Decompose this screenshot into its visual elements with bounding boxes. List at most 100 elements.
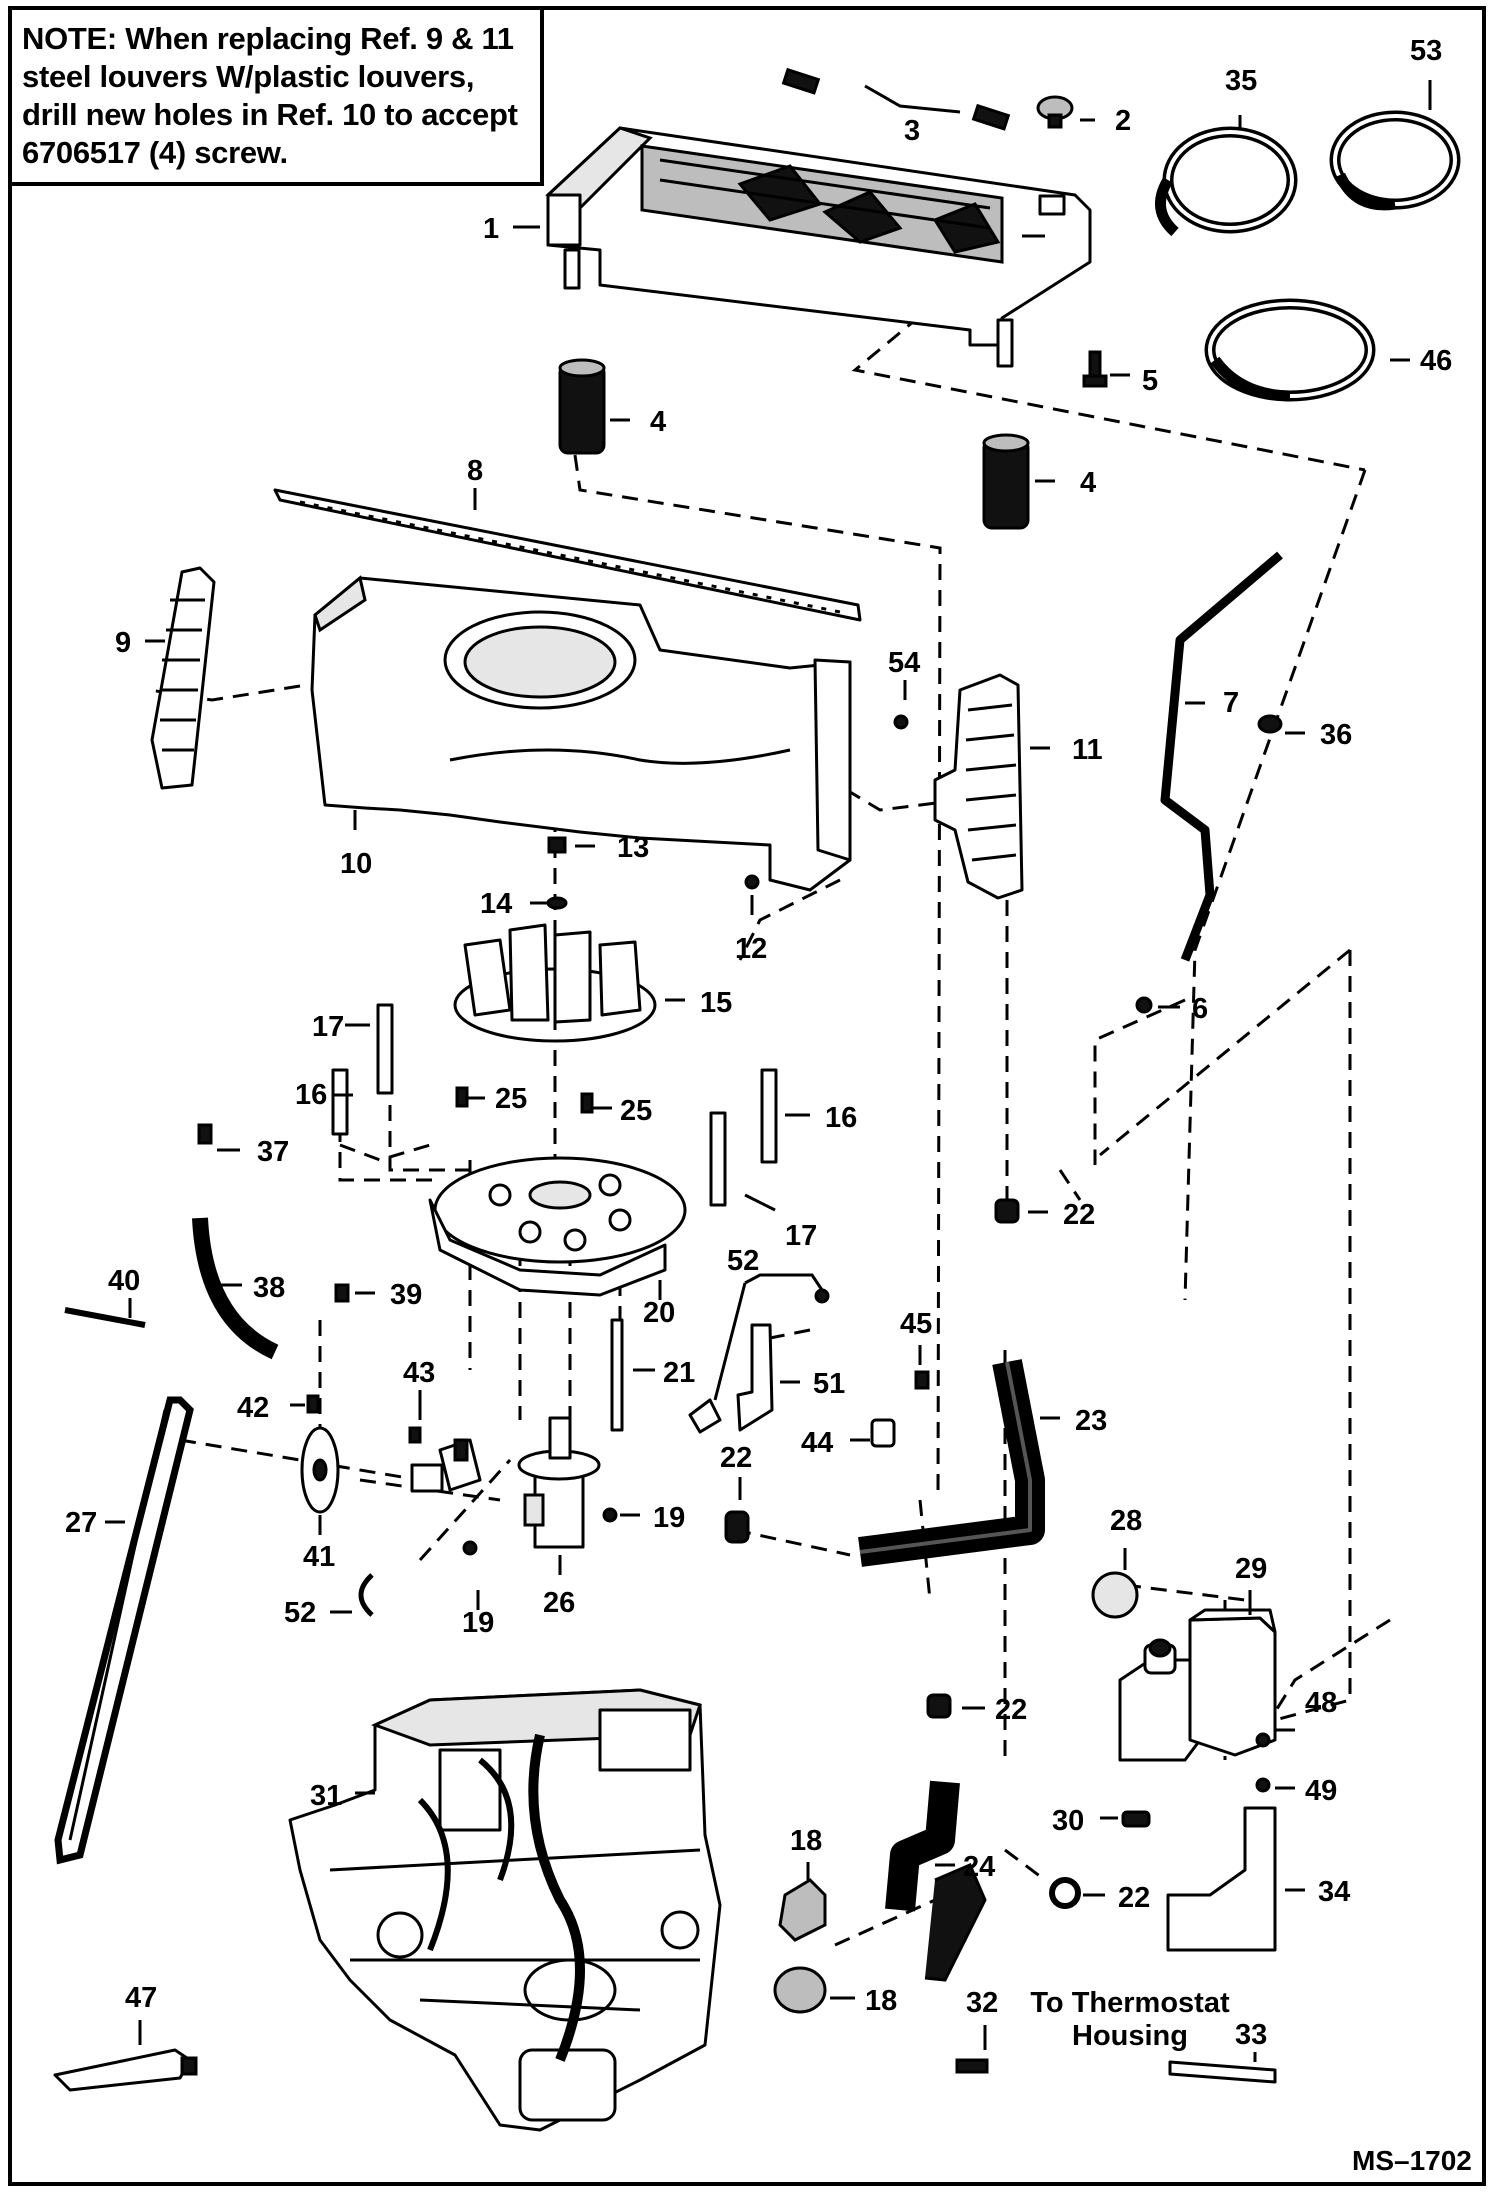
clip-52-lower: [358, 1573, 374, 1617]
clip-52: [688, 1398, 722, 1434]
screw-39: [334, 1283, 350, 1303]
callout-16-left: 16: [295, 1079, 327, 1111]
callout-23: 23: [1075, 1405, 1107, 1437]
mount-4-right: [982, 433, 1030, 530]
diagram-frame: [8, 6, 1486, 2186]
nut-19-b: [462, 1540, 478, 1556]
hose-coil-35: [1155, 126, 1298, 237]
callout-22-b: 22: [720, 1442, 752, 1474]
elbow-24b: [924, 1863, 987, 1982]
callout-51: 51: [813, 1368, 845, 1400]
grommet-36: [1257, 714, 1283, 734]
callout-15: 15: [700, 987, 732, 1019]
overflow-line-7: [1160, 551, 1283, 962]
recovery-tank-29: [1118, 1608, 1277, 1762]
screw-52-top: [814, 1288, 830, 1304]
callout-19-right: 19: [653, 1502, 685, 1534]
callout-3: 3: [904, 115, 920, 147]
spring-clip-3a: [781, 67, 821, 95]
callout-42: 42: [237, 1392, 269, 1424]
screw-25b: [580, 1092, 594, 1114]
pump-housing-26: [517, 1416, 601, 1549]
screw-43: [408, 1426, 422, 1444]
pin-17-left: [376, 1003, 394, 1095]
stud-21: [610, 1318, 624, 1432]
callout-9: 9: [115, 627, 131, 659]
nut-13: [547, 836, 567, 854]
gasket-18-a: [778, 1878, 827, 1942]
callout-49: 49: [1305, 1775, 1337, 1807]
bolt-45: [914, 1370, 930, 1390]
cap-2: [1036, 95, 1074, 129]
callout-53: 53: [1410, 35, 1442, 67]
callout-14: 14: [480, 888, 512, 920]
bolt-5: [1082, 350, 1108, 388]
callout-21: 21: [663, 1357, 695, 1389]
gasket-18-b: [773, 1966, 827, 2014]
callout-46: 46: [1420, 345, 1452, 377]
callout-4-right: 4: [1080, 467, 1096, 499]
callout-54: 54: [888, 647, 920, 679]
bolt-30: [1121, 1810, 1151, 1828]
fan-shroud-10: [310, 575, 852, 892]
callout-33: 33: [1235, 2019, 1267, 2051]
spring-clip-3b: [971, 103, 1011, 131]
leader-lines: [105, 80, 1432, 2062]
callout-7: 7: [1223, 687, 1239, 719]
screw-32: [955, 2058, 989, 2074]
callout-4-left: 4: [650, 406, 666, 438]
callout-12: 12: [735, 933, 767, 965]
pulley-assembly: [410, 1438, 482, 1493]
screw-48: [1255, 1732, 1271, 1748]
engine-31: [288, 1688, 722, 2132]
callout-44: 44: [801, 1427, 833, 1459]
callout-25-left: 25: [495, 1083, 527, 1115]
callout-17-left: 17: [312, 1011, 344, 1043]
callout-22-a: 22: [1063, 1199, 1095, 1231]
tube-47: [53, 2048, 192, 2092]
screw-42: [306, 1394, 320, 1414]
callout-8: 8: [467, 455, 483, 487]
callout-17-right: 17: [785, 1220, 817, 1252]
hose-24: [885, 1780, 960, 1912]
screw-37: [197, 1123, 213, 1145]
callout-52-top: 52: [727, 1245, 759, 1277]
note-label: NOTE:: [22, 21, 117, 56]
seal-strip-8: [273, 488, 862, 622]
callout-36: 36: [1320, 719, 1352, 751]
callout-40: 40: [108, 1265, 140, 1297]
callout-19-bottom: 19: [462, 1607, 494, 1639]
callout-22-c: 22: [995, 1694, 1027, 1726]
rod-40: [64, 1307, 146, 1328]
callout-16-right: 16: [825, 1102, 857, 1134]
callout-32: 32: [966, 1987, 998, 2019]
thermostat-caption-line1: To Thermostat: [1030, 1987, 1230, 2019]
callout-22-d: 22: [1118, 1882, 1150, 1914]
callout-18-bottom: 18: [865, 1985, 897, 2017]
hose-38: [192, 1217, 279, 1360]
clamp-22-c: [926, 1693, 952, 1719]
callout-6: 6: [1192, 993, 1208, 1025]
mount-4-left: [558, 358, 606, 455]
pin-16-right: [760, 1068, 778, 1164]
callout-34: 34: [1318, 1876, 1350, 1908]
clamp-44: [870, 1418, 896, 1448]
callout-43: 43: [403, 1357, 435, 1389]
strip-33: [1168, 2060, 1277, 2084]
callout-31: 31: [310, 1780, 342, 1812]
callout-30: 30: [1052, 1805, 1084, 1837]
clamp-6: [1135, 996, 1153, 1014]
louver-9: [150, 566, 216, 790]
callout-26: 26: [543, 1587, 575, 1619]
callout-10: 10: [340, 848, 372, 880]
callout-52-bottom: 52: [284, 1597, 316, 1629]
clamp-22-a: [994, 1198, 1020, 1224]
drawing-number: MS–1702: [1352, 2145, 1472, 2176]
callout-18-top: 18: [790, 1825, 822, 1857]
thermostat-caption-line2: Housing: [1072, 2020, 1188, 2052]
callout-labels: 1 2 3 4 4 5 6 7 8 9 10 11 12 13 14 15 16…: [65, 35, 1452, 2051]
callout-45: 45: [900, 1308, 932, 1340]
callout-13: 13: [617, 832, 649, 864]
